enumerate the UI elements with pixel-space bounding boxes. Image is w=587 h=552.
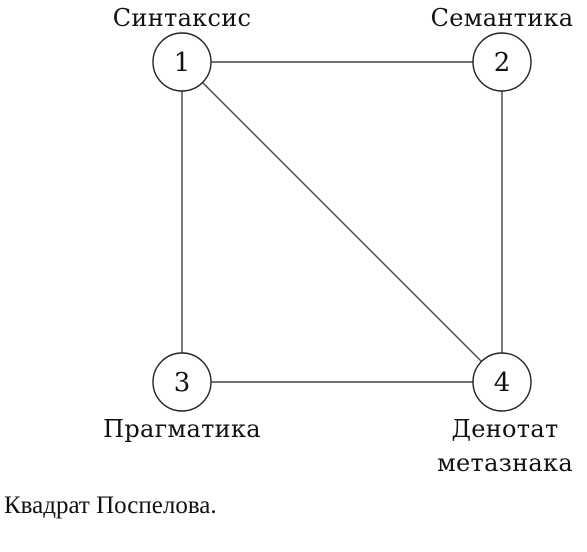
node-4: 4 [472,352,532,412]
figure-caption: Квадрат Поспелова. [4,492,217,519]
node-circle-1 [152,32,212,92]
node-label-2: Семантика [431,4,574,32]
node-circle-3 [152,352,212,412]
edge-1-4 [181,61,503,383]
node-number-2: 2 [494,48,511,78]
node-2: 2 [472,32,532,92]
node-label-1: Синтаксис [113,4,252,32]
edges-layer [181,61,503,383]
node-label-3: Прагматика [103,415,261,443]
node-3: 3 [152,352,212,412]
node-label-4-line-1: Денотат [451,415,558,443]
node-number-4: 4 [494,368,511,398]
node-1: 1 [152,32,212,92]
nodes-layer: 1 2 3 4 [152,32,532,412]
node-circle-2 [472,32,532,92]
node-circle-4 [472,352,532,412]
node-number-3: 3 [174,368,191,398]
node-number-1: 1 [174,48,191,78]
node-label-4-line-2: метазнака [437,449,573,477]
